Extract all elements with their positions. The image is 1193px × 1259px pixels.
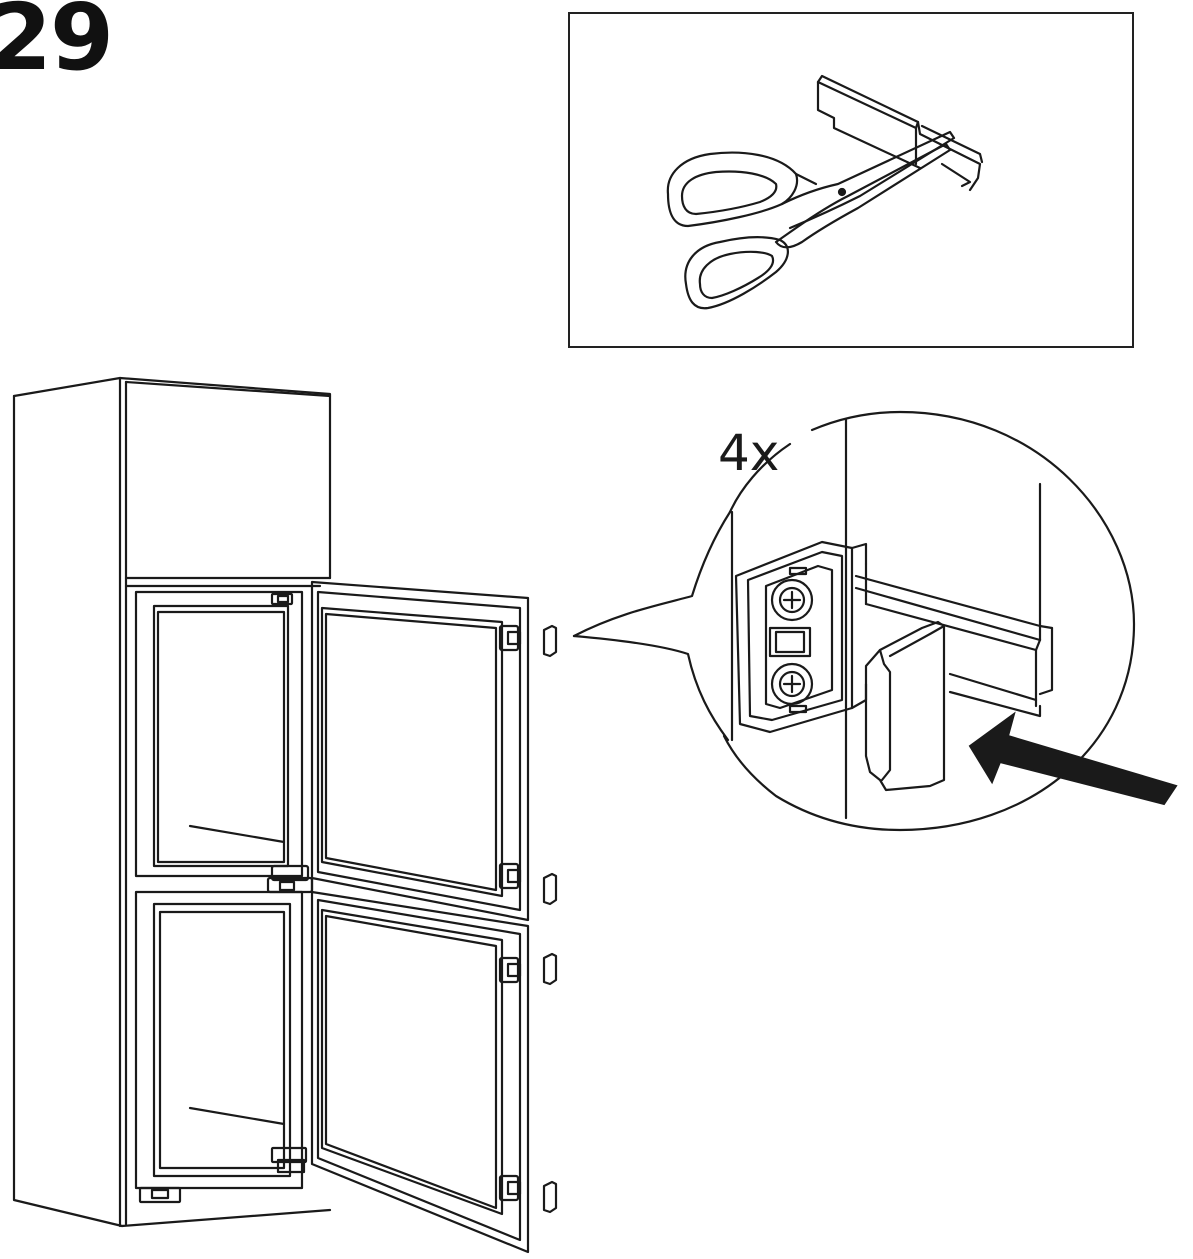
magnified-hinge-bracket xyxy=(734,540,868,734)
magnified-rail xyxy=(854,562,1054,718)
upper-compartment xyxy=(134,590,304,878)
lower-door xyxy=(310,876,530,1254)
push-arrow-icon xyxy=(968,711,1178,806)
quantity-label: 4x xyxy=(718,424,780,482)
hinge-covers xyxy=(542,624,558,1214)
scissors-inset xyxy=(568,12,1134,348)
scissors-upper-handle xyxy=(666,151,799,228)
scissors-lower-handle xyxy=(684,236,789,310)
step-number: 29 xyxy=(0,0,114,91)
scissors-blades xyxy=(774,130,956,249)
middle-hinge xyxy=(266,864,314,894)
cabinet xyxy=(12,376,332,1228)
lower-compartment xyxy=(134,890,308,1204)
scissors-illustration xyxy=(666,74,984,310)
magnified-panel xyxy=(730,418,1042,820)
magnified-hinge-cover xyxy=(864,620,946,792)
magnifier-callout xyxy=(572,410,1136,832)
strip-piece xyxy=(816,74,984,192)
upper-door xyxy=(310,580,530,922)
